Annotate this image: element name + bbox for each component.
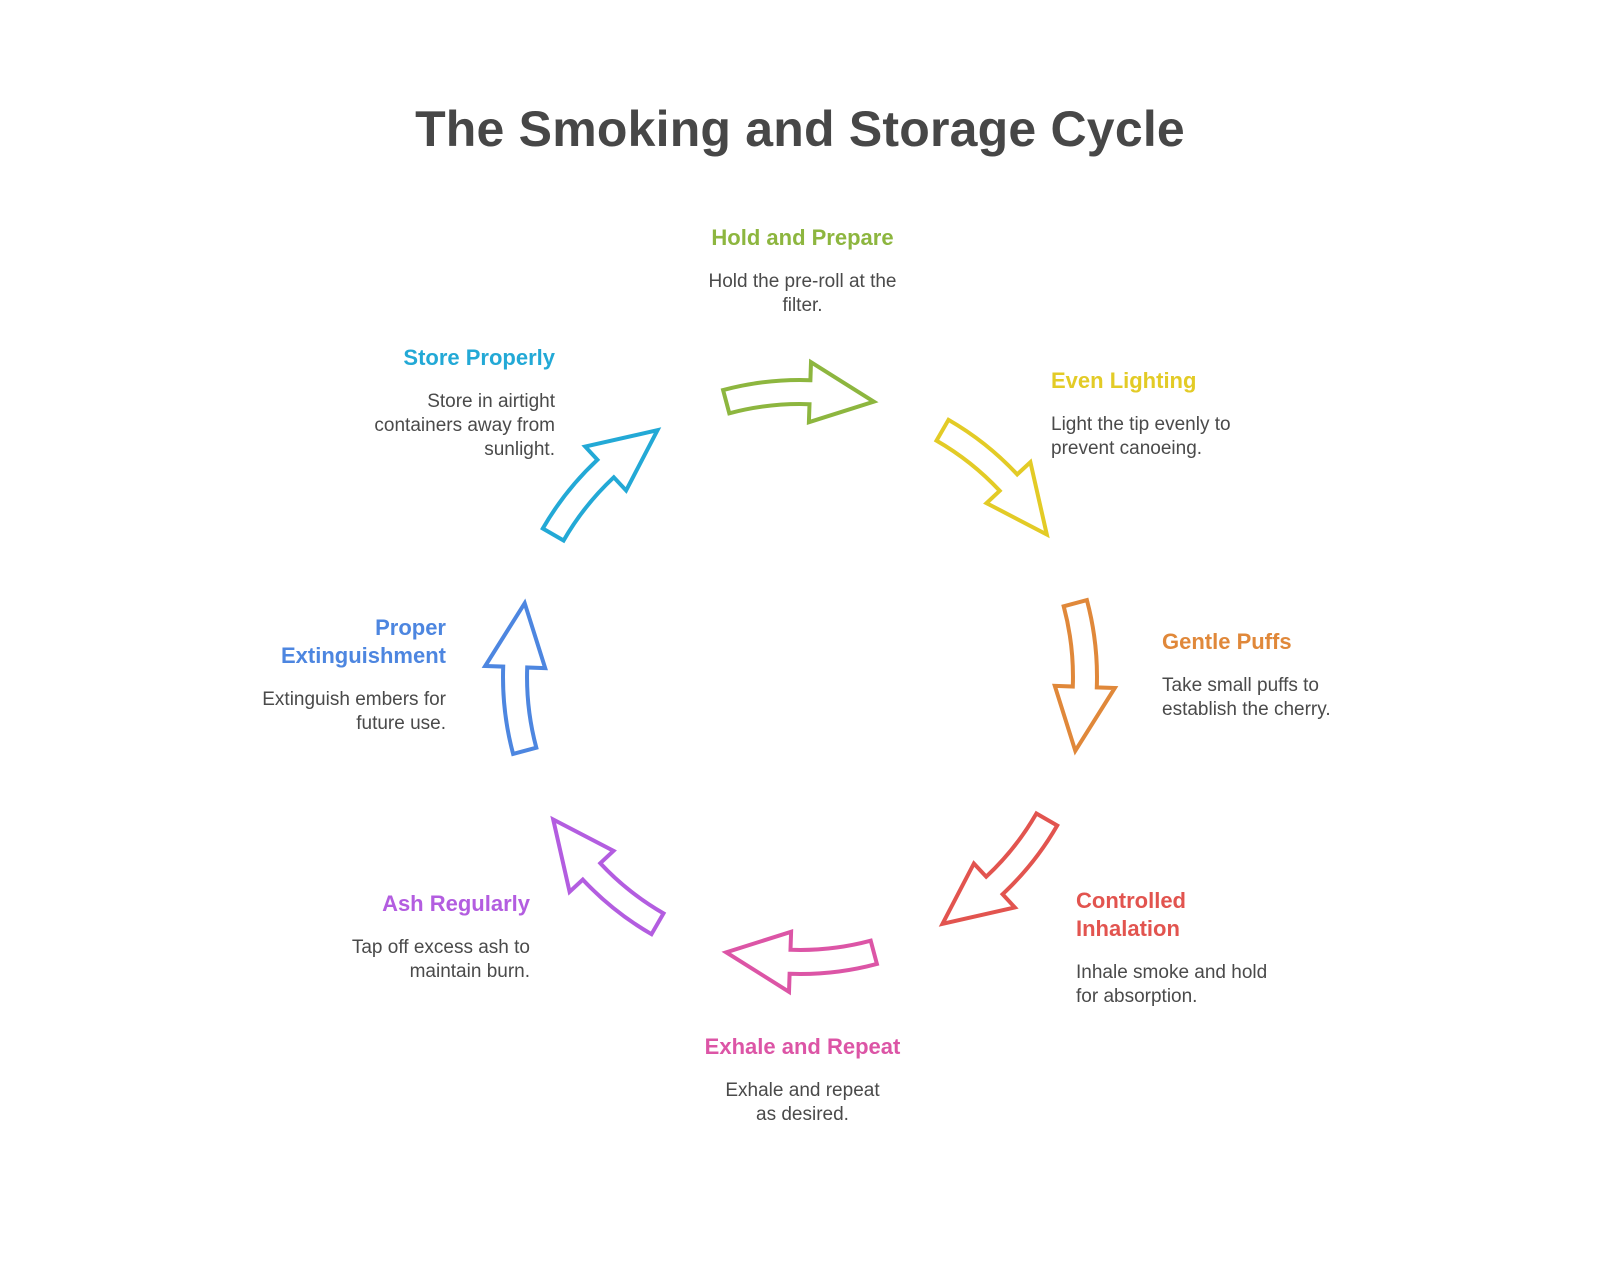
arrow-gentle-puffs bbox=[1052, 597, 1119, 756]
step-proper-extinguishment: Proper Extinguishment Extinguish embers … bbox=[240, 614, 446, 736]
step-desc-hold-and-prepare: Hold the pre-roll at the filter. bbox=[708, 271, 897, 316]
step-title-controlled-inhalation: Controlled Inhalation bbox=[1076, 888, 1186, 941]
step-title-gentle-puffs: Gentle Puffs bbox=[1162, 629, 1292, 654]
arrow-even-lighting bbox=[933, 417, 1050, 539]
arrow-controlled-inhalation bbox=[938, 810, 1060, 927]
step-desc-ash-regularly: Tap off excess ash to maintain burn. bbox=[351, 937, 530, 982]
step-desc-exhale-and-repeat: Exhale and repeat as desired. bbox=[725, 1080, 880, 1125]
step-desc-even-lighting: Light the tip evenly to prevent canoeing… bbox=[1051, 414, 1231, 459]
step-gentle-puffs: Gentle Puffs Take small puffs to establi… bbox=[1162, 628, 1352, 722]
step-title-hold-and-prepare: Hold and Prepare bbox=[711, 225, 894, 250]
arrow-store-properly bbox=[540, 427, 662, 544]
arrow-hold-and-prepare bbox=[720, 358, 879, 425]
diagram-title: The Smoking and Storage Cycle bbox=[415, 101, 1185, 157]
step-desc-store-properly: Store in airtight containers away from s… bbox=[374, 391, 555, 460]
arrow-ash-regularly bbox=[550, 815, 667, 937]
step-store-properly: Store Properly Store in airtight contain… bbox=[345, 344, 555, 462]
step-title-ash-regularly: Ash Regularly bbox=[382, 891, 530, 916]
step-desc-proper-extinguishment: Extinguish embers for future use. bbox=[262, 689, 446, 734]
step-title-proper-extinguishment: Proper Extinguishment bbox=[280, 615, 446, 668]
step-ash-regularly: Ash Regularly Tap off excess ash to main… bbox=[330, 890, 530, 984]
arrow-proper-extinguishment bbox=[481, 598, 548, 757]
step-title-even-lighting: Even Lighting bbox=[1051, 368, 1197, 393]
step-title-exhale-and-repeat: Exhale and Repeat bbox=[704, 1034, 901, 1059]
step-exhale-and-repeat: Exhale and Repeat Exhale and repeat as d… bbox=[680, 1033, 925, 1127]
step-title-store-properly: Store Properly bbox=[403, 345, 555, 370]
step-hold-and-prepare: Hold and Prepare Hold the pre-roll at th… bbox=[680, 224, 925, 318]
step-even-lighting: Even Lighting Light the tip evenly to pr… bbox=[1051, 367, 1266, 461]
arrow-exhale-and-repeat bbox=[721, 929, 880, 996]
step-desc-gentle-puffs: Take small puffs to establish the cherry… bbox=[1162, 675, 1331, 720]
step-controlled-inhalation: Controlled Inhalation Inhale smoke and h… bbox=[1076, 887, 1286, 1009]
step-desc-controlled-inhalation: Inhale smoke and hold for absorption. bbox=[1076, 962, 1268, 1007]
